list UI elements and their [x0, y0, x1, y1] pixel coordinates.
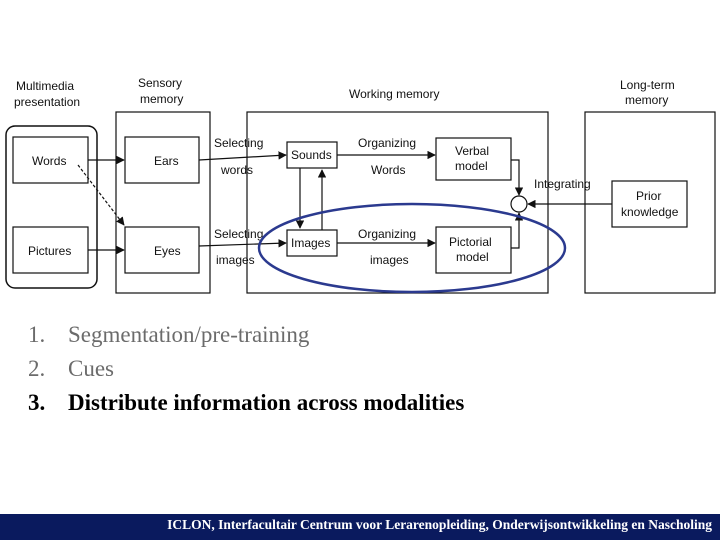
prior-knowledge-box [611, 180, 688, 228]
list-item-3: 3. Distribute information across modaliti… [28, 386, 464, 420]
eyes-label: Eyes [154, 244, 181, 258]
pictorial-model-line1: Pictorial [449, 235, 492, 249]
visual-channel-highlight [257, 202, 567, 294]
organizing-images-line2: images [370, 253, 409, 267]
sounds-label: Sounds [291, 148, 332, 162]
selecting-words-line1: Selecting [214, 136, 263, 150]
selecting-images-line2: images [216, 253, 255, 267]
verbal-to-integration-arrow [511, 159, 524, 196]
prior-knowledge-line1: Prior [636, 189, 661, 203]
eyes-box [124, 226, 200, 274]
words-to-eyes-arrow [77, 164, 125, 226]
ears-to-sounds-arrow [198, 151, 287, 161]
pictorial-model-line2: model [456, 250, 489, 264]
pictures-box [12, 226, 89, 274]
list-item-1-text: Segmentation/pre-training [68, 322, 310, 347]
sensory-panel [115, 111, 211, 294]
organizing-images-line1: Organizing [358, 227, 416, 241]
verbal-model-box [435, 137, 512, 181]
header-longterm-line1: Long-term [620, 78, 675, 92]
header-working-memory: Working memory [349, 87, 439, 101]
ears-label: Ears [154, 154, 179, 168]
list-item-2-number: 2. [28, 356, 46, 381]
selecting-images-line1: Selecting [214, 227, 263, 241]
principles-list: 1. Segmentation/pre-training 2. Cues 3. Dis… [28, 318, 464, 420]
organizing-words-line2: Words [371, 163, 405, 177]
list-item-1: 1. Segmentation/pre-training [28, 318, 464, 352]
verbal-model-line1: Verbal [455, 144, 489, 158]
header-multimedia-line2: presentation [14, 95, 80, 109]
multimedia-panel [5, 125, 98, 289]
list-item-3-text: Distribute information across modalities [68, 390, 465, 415]
list-item-2-text: Cues [68, 356, 114, 381]
header-sensory-line2: memory [140, 92, 183, 106]
list-item-2: 2. Cues [28, 352, 464, 386]
prior-knowledge-line2: knowledge [621, 205, 679, 219]
pictorial-to-integration-arrow [511, 212, 524, 249]
header-multimedia-line1: Multimedia [16, 79, 74, 93]
pictorial-model-box [435, 226, 512, 274]
list-item-1-number: 1. [28, 322, 46, 347]
footer-bar: ICLON, Interfacultair Centrum voor Lerar… [0, 514, 720, 540]
list-item-3-number: 3. [28, 390, 46, 415]
header-longterm-line2: memory [625, 93, 668, 107]
integrating-label: Integrating [534, 177, 591, 191]
organizing-words-line1: Organizing [358, 136, 416, 150]
words-label: Words [32, 154, 66, 168]
selecting-words-line2: words [220, 163, 253, 177]
words-box [12, 136, 89, 184]
cognitive-theory-diagram: Multimedia presentation Sensory memory W… [5, 76, 716, 294]
integration-node [510, 195, 528, 213]
header-sensory-line1: Sensory [138, 76, 182, 90]
longterm-panel [584, 111, 716, 294]
pictures-label: Pictures [28, 244, 71, 258]
images-label: Images [291, 236, 330, 250]
verbal-model-line2: model [455, 159, 488, 173]
footer-text: ICLON, Interfacultair Centrum voor Lerar… [167, 517, 712, 532]
eyes-to-images-arrow [198, 239, 287, 248]
